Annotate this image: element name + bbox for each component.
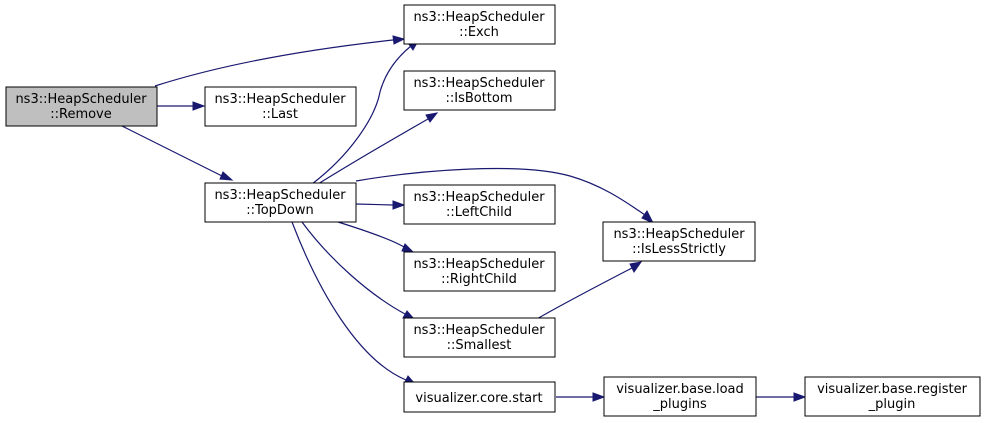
- edge-topdown-to-leftchild: [355, 200, 406, 210]
- node-remove-line2: ::Remove: [50, 107, 112, 122]
- node-isbottom[interactable]: ns3::HeapScheduler ::IsBottom: [403, 70, 556, 111]
- node-registerplugin[interactable]: visualizer.base.register _plugin: [804, 376, 981, 417]
- edge-remove-to-exch: [154, 35, 406, 87]
- node-isbottom-line1: ns3::HeapScheduler: [413, 76, 545, 91]
- node-corestart[interactable]: visualizer.core.start: [403, 381, 556, 413]
- edge-topdown-to-isbottom: [317, 112, 439, 185]
- node-islessstrictly-line2: ::IsLessStrictly: [632, 242, 726, 257]
- call-graph-nodes: ns3::HeapScheduler ::Remove ns3::HeapSch…: [5, 4, 981, 417]
- edge-corestart-to-loadplugins: [556, 392, 606, 402]
- node-exch-line1: ns3::HeapScheduler: [413, 10, 545, 25]
- node-islessstrictly[interactable]: ns3::HeapScheduler ::IsLessStrictly: [602, 221, 756, 262]
- node-isbottom-line2: ::IsBottom: [445, 91, 512, 106]
- node-leftchild[interactable]: ns3::HeapScheduler ::LeftChild: [403, 184, 556, 225]
- edge-topdown-to-islessstrictly: [355, 167, 655, 225]
- node-last-line1: ns3::HeapScheduler: [214, 92, 346, 107]
- edge-remove-to-last: [157, 101, 206, 111]
- node-corestart-line1: visualizer.core.start: [415, 391, 542, 406]
- node-smallest-line2: ::Smallest: [447, 338, 512, 353]
- node-loadplugins-line1: visualizer.base.load: [616, 382, 744, 397]
- edge-remove-to-topdown: [121, 125, 234, 181]
- node-leftchild-line2: ::LeftChild: [446, 205, 512, 220]
- node-loadplugins[interactable]: visualizer.base.load _plugins: [603, 376, 757, 417]
- edge-topdown-to-corestart: [291, 221, 417, 385]
- edge-topdown-to-rightchild: [337, 221, 415, 253]
- node-exch[interactable]: ns3::HeapScheduler ::Exch: [403, 4, 556, 45]
- edge-loadplugins-to-registerplugin: [756, 392, 807, 402]
- node-last[interactable]: ns3::HeapScheduler ::Last: [204, 86, 357, 127]
- edge-smallest-to-islessstrictly: [534, 261, 643, 321]
- node-exch-line2: ::Exch: [459, 25, 499, 40]
- node-registerplugin-line2: _plugin: [868, 397, 916, 412]
- node-smallest[interactable]: ns3::HeapScheduler ::Smallest: [403, 317, 556, 358]
- node-smallest-line1: ns3::HeapScheduler: [413, 323, 545, 338]
- node-rightchild-line2: ::RightChild: [441, 272, 517, 287]
- node-rightchild-line1: ns3::HeapScheduler: [413, 257, 545, 272]
- node-registerplugin-line1: visualizer.base.register: [817, 382, 968, 397]
- node-rightchild[interactable]: ns3::HeapScheduler ::RightChild: [403, 251, 556, 292]
- node-topdown[interactable]: ns3::HeapScheduler ::TopDown: [204, 182, 357, 223]
- node-remove-line1: ns3::HeapScheduler: [15, 92, 147, 107]
- edge-topdown-to-smallest: [301, 221, 416, 320]
- node-topdown-line2: ::TopDown: [246, 203, 314, 218]
- node-loadplugins-line2: _plugins: [652, 397, 707, 412]
- node-topdown-line1: ns3::HeapScheduler: [214, 188, 346, 203]
- node-last-line2: ::Last: [262, 107, 298, 122]
- node-leftchild-line1: ns3::HeapScheduler: [413, 190, 545, 205]
- node-islessstrictly-line1: ns3::HeapScheduler: [613, 227, 745, 242]
- node-remove[interactable]: ns3::HeapScheduler ::Remove: [5, 86, 158, 127]
